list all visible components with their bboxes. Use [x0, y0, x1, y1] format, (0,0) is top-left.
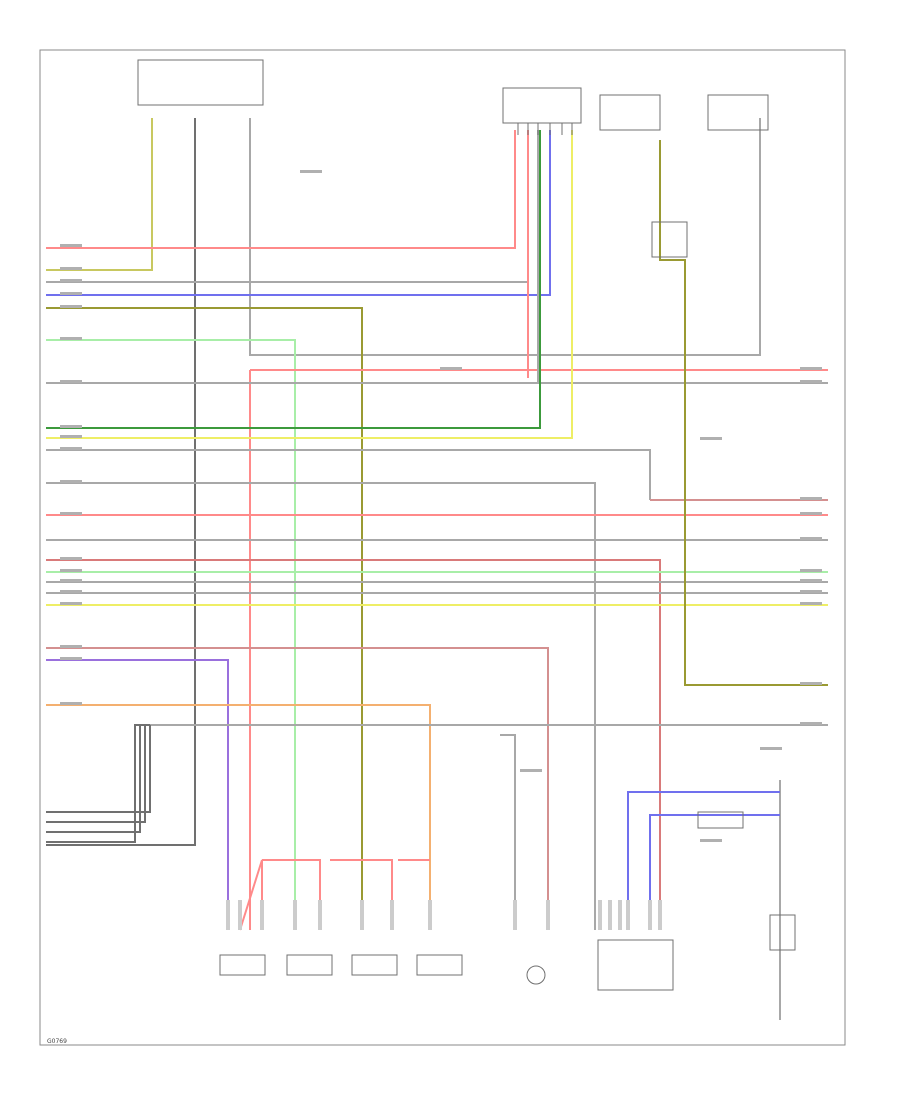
connector-stub	[546, 900, 550, 930]
wire-ground-1	[46, 725, 151, 813]
wire-olive-right	[659, 140, 828, 686]
sensor-4	[416, 954, 463, 976]
tiny-label	[60, 292, 82, 295]
wire-light-green	[46, 339, 296, 930]
wire-blue-top	[46, 130, 551, 296]
tiny-label	[60, 645, 82, 648]
connector-stub	[238, 900, 242, 930]
connector-stub	[428, 900, 432, 930]
wire-gray-drop	[249, 118, 761, 356]
tiny-label	[800, 569, 822, 572]
tiny-label	[800, 512, 822, 515]
tiny-label	[60, 435, 82, 438]
tiny-label	[800, 497, 822, 500]
tiny-label	[60, 579, 82, 582]
tiny-label	[60, 512, 82, 515]
tiny-label	[300, 170, 322, 173]
connector-stub	[293, 900, 297, 930]
tiny-label	[800, 602, 822, 605]
wire-dark-drop	[46, 118, 196, 846]
tiny-label	[440, 367, 462, 370]
connector-stub	[598, 900, 602, 930]
tiny-label	[800, 722, 822, 725]
wire-green-dark	[46, 130, 541, 429]
components	[137, 59, 796, 991]
wire-pink-drop	[46, 647, 549, 930]
tiny-label	[800, 367, 822, 370]
connector-stub	[648, 900, 652, 930]
connector-stub	[618, 900, 622, 930]
connector-stub	[360, 900, 364, 930]
wire-gray-long	[46, 482, 596, 930]
tiny-label	[60, 267, 82, 270]
wire-gray-sensor	[500, 734, 516, 930]
wire-yellow	[46, 130, 573, 439]
wire-olive-top	[46, 307, 363, 930]
speed-sensor	[526, 965, 546, 985]
tiny-label	[800, 537, 822, 540]
tiny-label	[60, 279, 82, 282]
connector-stub	[226, 900, 230, 930]
tiny-label	[60, 244, 82, 247]
tiny-label	[800, 380, 822, 383]
connector-stub	[318, 900, 322, 930]
tiny-label	[700, 437, 722, 440]
tiny-label	[60, 337, 82, 340]
sensor-2	[286, 954, 333, 976]
tiny-label	[60, 447, 82, 450]
tiny-label	[60, 590, 82, 593]
connector-stub	[390, 900, 394, 930]
connector-stub	[626, 900, 630, 930]
tiny-label	[60, 557, 82, 560]
top-connector-left	[137, 59, 264, 106]
footer-code: G0769	[47, 1038, 67, 1045]
wire-blue-pump2	[649, 814, 780, 930]
tiny-label	[60, 602, 82, 605]
wire-gray-top	[46, 130, 529, 283]
sensor-3	[351, 954, 398, 976]
tiny-label	[800, 579, 822, 582]
sensor-1	[219, 954, 266, 976]
connector-stub	[608, 900, 612, 930]
main-relay	[651, 221, 688, 258]
tiny-label	[60, 305, 82, 308]
tiny-label	[60, 425, 82, 428]
wire-gray-thin	[46, 449, 651, 500]
tiny-label	[60, 380, 82, 383]
wire-blue-pump	[627, 791, 780, 930]
wire-red-top	[46, 130, 516, 249]
connector-stub	[260, 900, 264, 930]
wire-red-dark	[46, 559, 661, 930]
connector-stub	[513, 900, 517, 930]
tiny-labels	[60, 170, 822, 842]
wire-orange	[46, 704, 431, 930]
tiny-label	[60, 657, 82, 660]
wire-violet	[46, 659, 229, 930]
tiny-label	[60, 569, 82, 572]
tiny-label	[700, 839, 722, 842]
wire-red-loop-2	[262, 859, 321, 930]
wires	[46, 118, 828, 1020]
wire-ground-4	[46, 724, 150, 843]
top-connector-right	[502, 87, 582, 124]
connector-stub	[658, 900, 662, 930]
pump-motor	[769, 914, 796, 951]
tiny-label	[760, 747, 782, 750]
diagram-frame	[39, 49, 846, 1046]
tiny-label	[800, 682, 822, 685]
tiny-label	[520, 769, 542, 772]
tiny-label	[800, 590, 822, 593]
fuel-pump-unit	[697, 811, 744, 829]
fuel-pump-relay	[597, 939, 674, 991]
tiny-label	[60, 702, 82, 705]
relay-left	[599, 94, 661, 131]
tiny-label	[60, 480, 82, 483]
relay-right	[707, 94, 769, 131]
